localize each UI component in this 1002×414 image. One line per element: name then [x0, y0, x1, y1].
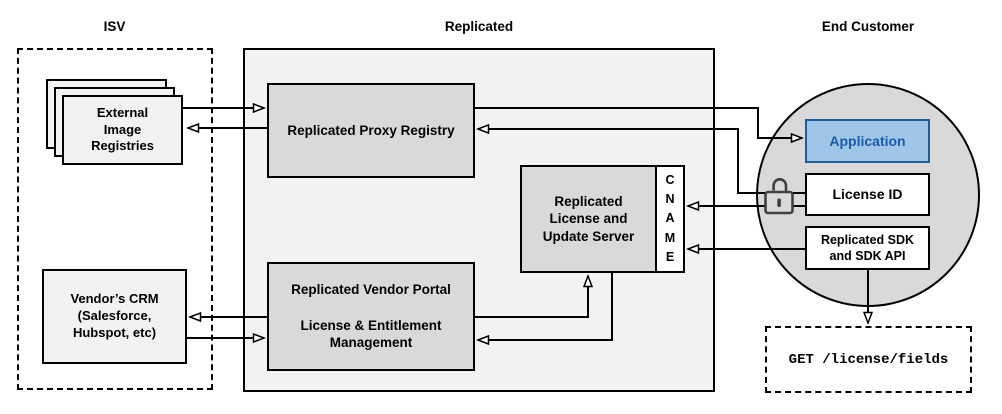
replicated-proxy-registry-node: Replicated Proxy Registry [267, 83, 475, 178]
vendors-crm-label: Vendor’s CRM (Salesforce, Hubspot, etc) [70, 291, 159, 340]
cname-label: C N A M E [664, 172, 676, 265]
replicated-license-update-server-node: Replicated License and Update Server [520, 165, 657, 273]
replicated-vendor-portal-node: Replicated Vendor Portal License & Entit… [267, 262, 475, 371]
license-id-label: License ID [832, 186, 903, 203]
replicated-sdk-label: Replicated SDK and SDK API [820, 232, 915, 263]
replicated-license-update-server-label: Replicated License and Update Server [542, 193, 635, 244]
group-label-replicated: Replicated [444, 19, 514, 34]
application-label: Application [829, 132, 906, 149]
application-node: Application [805, 119, 930, 163]
replicated-sdk-node: Replicated SDK and SDK API [805, 226, 930, 270]
group-label-end-customer: End Customer [821, 19, 915, 34]
group-label-isv: ISV [103, 19, 126, 34]
replicated-vendor-portal-label: Replicated Vendor Portal License & Entit… [291, 282, 451, 351]
get-license-fields-box: GET /license/fields [765, 326, 972, 393]
vendors-crm-node: Vendor’s CRM (Salesforce, Hubspot, etc) [42, 269, 187, 364]
license-id-node: License ID [805, 173, 930, 216]
external-image-registries-node: External Image Registries [62, 95, 183, 165]
get-request-label: GET /license/fields [788, 351, 949, 368]
external-image-registries-label: External Image Registries [91, 104, 154, 154]
cname-strip: C N A M E [655, 165, 685, 273]
replicated-proxy-registry-label: Replicated Proxy Registry [287, 122, 455, 138]
